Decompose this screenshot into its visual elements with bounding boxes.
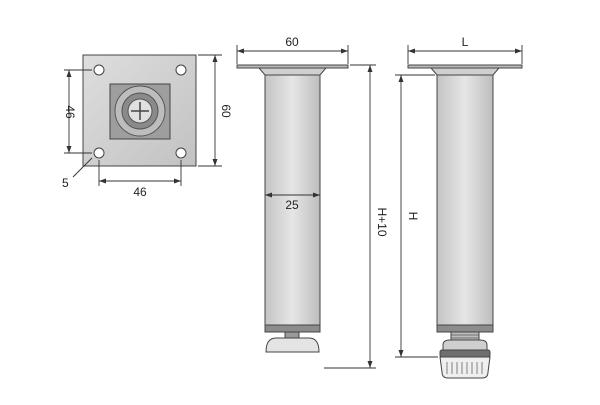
base-plate-view: 46 60 5 46 xyxy=(62,54,233,199)
leg2-mount-flare xyxy=(429,67,501,76)
leg2-tube xyxy=(436,74,494,326)
leg2-foot-collar xyxy=(442,339,488,351)
leg-side-view-adjustable: L xyxy=(407,35,523,379)
leg2-foot-ring xyxy=(439,349,491,358)
dimension-leg-height: H xyxy=(395,74,438,358)
leg2-foot-grip-pattern xyxy=(446,362,483,374)
base-width-label: 46 xyxy=(133,185,147,199)
leg-mount-flare xyxy=(257,67,328,76)
mount-hole-bottom-left xyxy=(93,147,105,159)
leg-foot-stem xyxy=(284,331,300,339)
base-offset-label: 5 xyxy=(62,176,69,190)
leg-tube xyxy=(264,74,321,326)
leg-foot xyxy=(265,337,320,353)
dimension-base-offset: 5 xyxy=(62,157,93,190)
base-height-label: 46 xyxy=(63,105,77,119)
dimension-plate-height: 60 xyxy=(198,54,233,167)
leg-height-label: H xyxy=(406,212,420,221)
mount-hole-top-left xyxy=(93,64,105,76)
dimension-leg2-top-width: L xyxy=(407,35,523,64)
leg-side-view-fixed: 60 25 xyxy=(236,35,349,353)
dimension-base-width: 46 xyxy=(98,160,182,199)
tube-width-label: 25 xyxy=(285,198,299,212)
dimension-leg-top-width: 60 xyxy=(236,35,349,64)
leg2-foot-pad xyxy=(439,356,491,379)
leg2-top-width-label: L xyxy=(462,35,469,49)
leg2-end-cap xyxy=(436,324,494,333)
total-height-label: H+10 xyxy=(375,207,389,236)
dimension-tube-width: 25 xyxy=(265,192,320,212)
leg2-foot-nut xyxy=(450,331,480,341)
dimension-base-height: 46 xyxy=(63,69,92,154)
mount-hole-top-right xyxy=(175,64,187,76)
leg-end-cap xyxy=(264,324,321,333)
dimension-total-height: H+10 xyxy=(324,64,389,369)
plate-height-label: 60 xyxy=(219,104,233,118)
mount-hole-bottom-right xyxy=(175,147,187,159)
leg-top-width-label: 60 xyxy=(285,35,299,49)
